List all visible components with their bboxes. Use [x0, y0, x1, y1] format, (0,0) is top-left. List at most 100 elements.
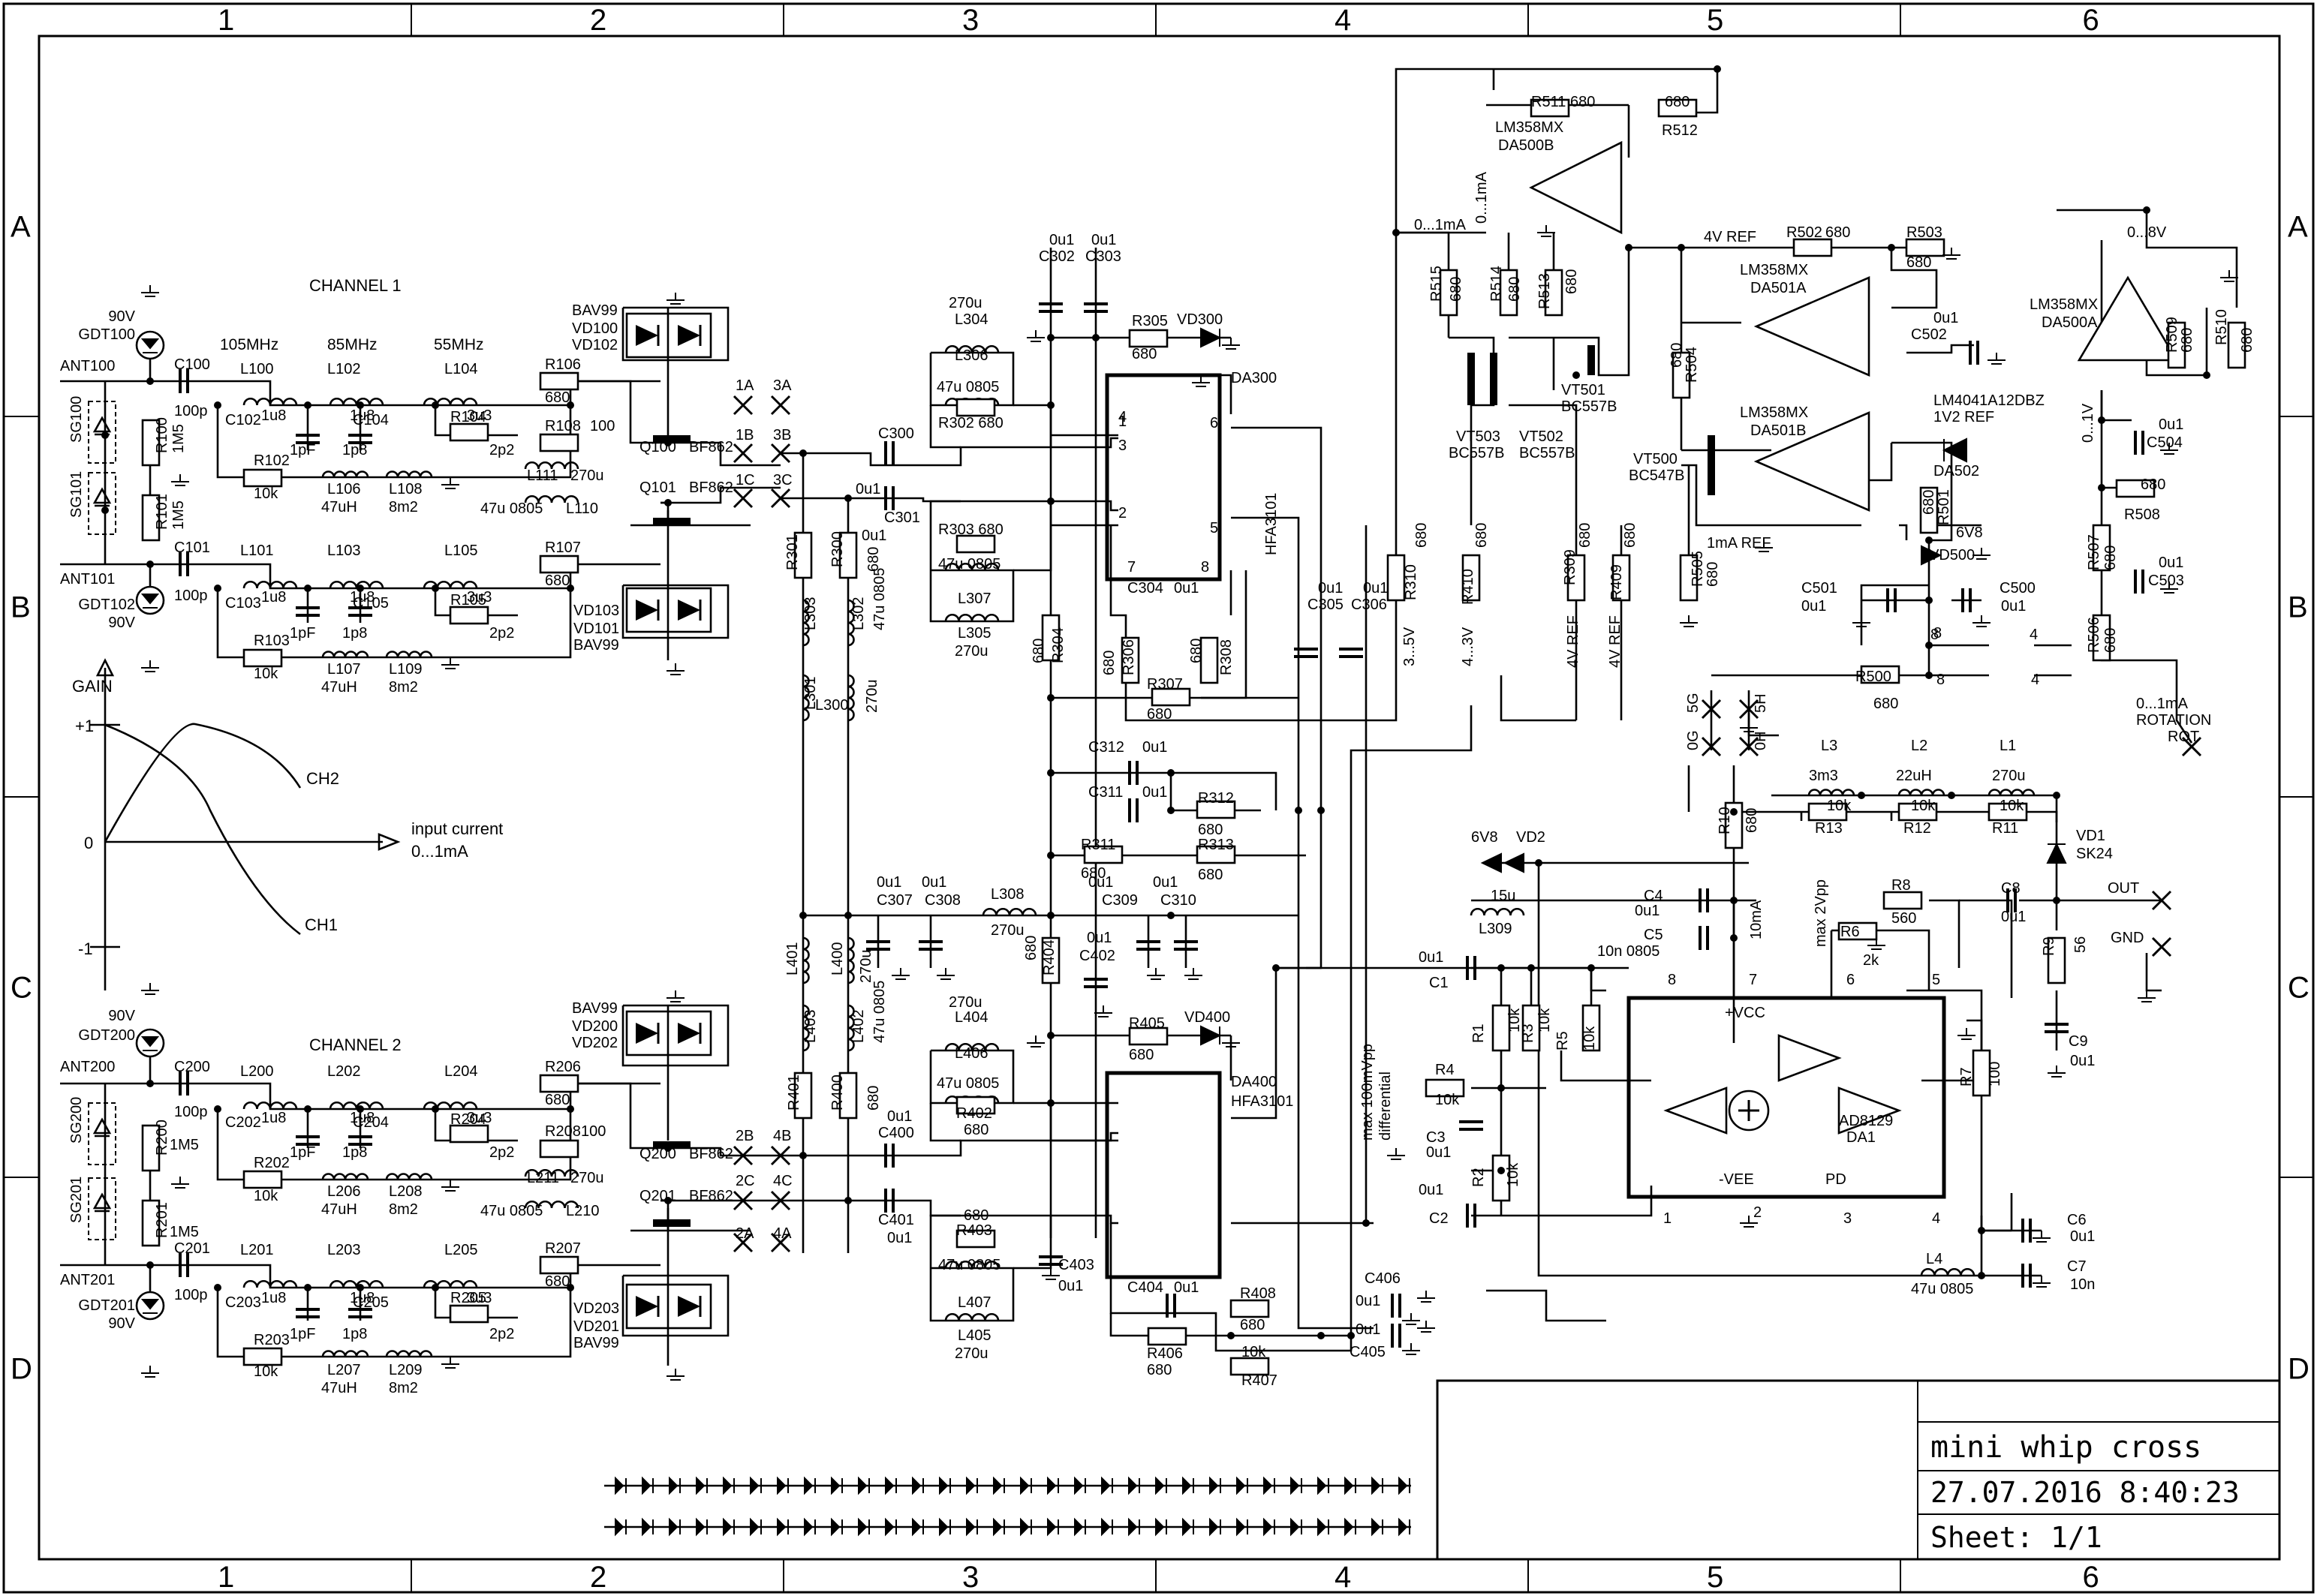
l101-symbol — [242, 580, 298, 589]
label-r304: R304 — [1050, 627, 1067, 663]
label-l106: L106 — [327, 481, 361, 497]
label-j4a: 4A — [773, 1225, 792, 1242]
label-i01a: 0...1mA — [1414, 217, 1467, 233]
label-da500a: DA500A — [2042, 314, 2098, 331]
label-j2b: 2B — [736, 1128, 754, 1144]
junction-dot-10 — [304, 585, 311, 592]
freq-105-label: 105MHz — [220, 336, 278, 353]
label-l211: L211 — [527, 1170, 559, 1186]
label-l307: L307 — [958, 591, 991, 607]
label-bf862a: BF862 — [689, 439, 733, 455]
label-r305: R305 — [1132, 313, 1168, 329]
label-l1v: 270u — [1992, 768, 2026, 784]
r504-symbol — [1672, 351, 1691, 399]
out-terminal — [2151, 890, 2172, 911]
label-l207v: 47uH — [321, 1380, 357, 1396]
c205-symbol — [348, 1308, 372, 1318]
label-c201: C201 — [174, 1240, 210, 1257]
label-l201: L201 — [240, 1242, 274, 1258]
wire-12 — [434, 588, 518, 617]
label-c501: C501 — [1801, 580, 1837, 597]
r501-symbol — [1919, 486, 1939, 534]
junction-dot-50 — [1272, 964, 1280, 972]
r305-symbol — [1128, 329, 1169, 348]
label-l307v: 47u 0805 — [938, 556, 1001, 573]
label-l102: L102 — [327, 361, 361, 377]
junction-dot-12 — [432, 585, 439, 592]
junction-dot-67 — [1730, 808, 1738, 816]
junction-dot-43 — [1047, 912, 1055, 919]
drawing-title: mini whip cross — [1930, 1430, 2201, 1465]
junction-dot-11 — [357, 585, 364, 592]
junction-dot-37 — [1092, 334, 1100, 341]
ground-symbol-4 — [171, 474, 189, 486]
junction-dot-31 — [844, 494, 852, 502]
j4c-marker — [770, 1190, 791, 1211]
r502-symbol — [1792, 238, 1833, 257]
label-r306v: 680 — [1101, 651, 1118, 675]
wire-174 — [1966, 1019, 1983, 1058]
l401-symbol — [802, 936, 810, 984]
r104-symbol — [449, 422, 489, 442]
j2b-marker — [733, 1145, 754, 1166]
label-l210v: 47u 0805 — [480, 1203, 543, 1219]
label-r509v: 680 — [2179, 328, 2195, 353]
label-pin1: 1 — [1118, 413, 1127, 430]
label-vee: -VEE — [1719, 1171, 1754, 1188]
label-r104v: 2p2 — [489, 442, 514, 458]
label-c1: C1 — [1429, 975, 1449, 991]
junction-dot-81 — [2143, 206, 2150, 214]
label-hfa3101a: HFA3101 — [1263, 493, 1280, 555]
c2-symbol — [1466, 1204, 1476, 1228]
ground-symbol-48 — [1402, 1343, 1420, 1355]
l305-symbol — [944, 613, 1000, 622]
label-p3: 3 — [1843, 1210, 1852, 1227]
c311-symbol — [1128, 798, 1139, 822]
label-r5v: 10k — [1581, 1026, 1598, 1050]
sg201-symbol — [88, 1177, 116, 1240]
label-l4v: 47u 0805 — [1911, 1281, 1973, 1297]
r203-symbol — [242, 1347, 283, 1366]
ground-symbol-35 — [1972, 615, 1991, 627]
zero-label: 0 — [84, 834, 93, 852]
junction-dot-34 — [799, 1152, 807, 1159]
label-c105: C105 — [353, 595, 389, 612]
junction-dot-48 — [1295, 807, 1302, 814]
label-lm358_b1: LM358MX — [1740, 404, 1808, 421]
l206-symbol — [321, 1173, 369, 1180]
da502-symbol — [1942, 437, 1967, 463]
label-c203: C203 — [225, 1294, 261, 1311]
ground-symbol-1 — [141, 660, 159, 672]
label-sg201: SG201 — [68, 1177, 85, 1223]
label-j3c: 3C — [773, 472, 793, 488]
ground-symbol-31 — [1680, 615, 1698, 627]
junction-dot-33 — [844, 912, 852, 919]
label-r501v: 680 — [1921, 490, 1937, 515]
label-l2: L2 — [1911, 738, 1927, 754]
wire-112 — [1906, 344, 1974, 354]
r400-symbol — [838, 1072, 858, 1120]
label-c4v: 0u1 — [1635, 903, 1660, 919]
ground-symbol-32 — [1755, 540, 1773, 552]
label-vt503: VT503 — [1456, 428, 1500, 445]
label-vd500v: 6V8 — [1956, 524, 1983, 541]
label-r400: R400 — [829, 1075, 846, 1111]
label-c2v: 0u1 — [1419, 1182, 1443, 1198]
label-r513v: 680 — [1563, 269, 1580, 294]
c306-symbol — [1339, 648, 1363, 658]
r507-symbol — [2092, 524, 2111, 572]
c202-symbol — [296, 1135, 320, 1146]
label-l405v: 270u — [955, 1345, 988, 1362]
label-c300: C300 — [878, 425, 914, 442]
r304-symbol — [1041, 614, 1061, 662]
vd103-symbol — [625, 587, 712, 633]
label-r103: R103 — [254, 633, 290, 649]
wire-13 — [570, 380, 660, 444]
da1-output-buffer — [1777, 1034, 1842, 1082]
c100-symbol — [179, 369, 189, 393]
c7-symbol — [2021, 1264, 2032, 1288]
junction-dot-55 — [1714, 65, 1721, 73]
minus-one-label: -1 — [78, 939, 93, 958]
c4-symbol — [1699, 888, 1709, 912]
label-c9v: 0u1 — [2070, 1053, 2095, 1069]
